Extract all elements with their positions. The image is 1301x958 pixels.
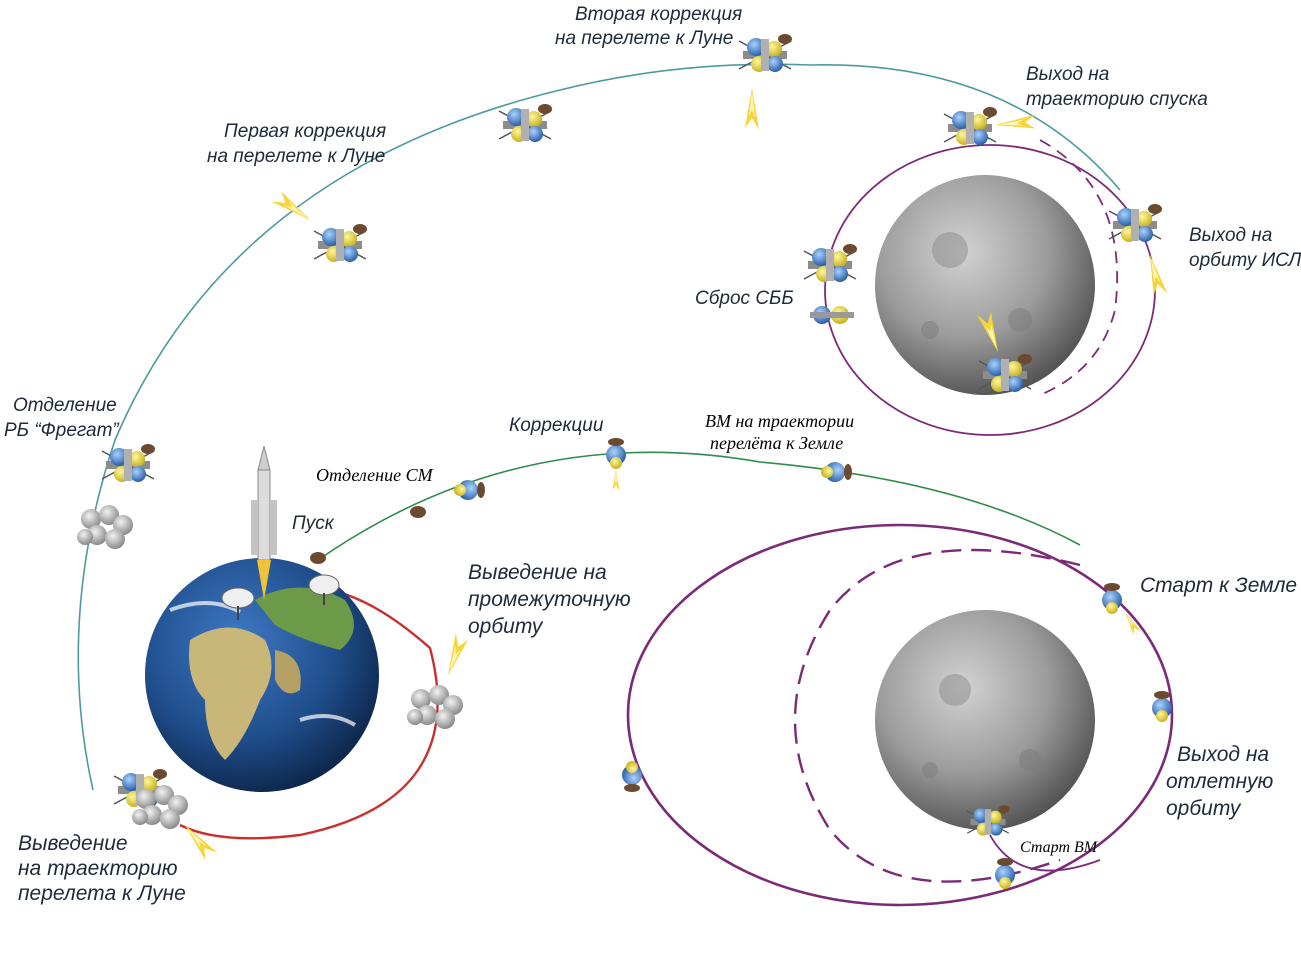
capsule-icon <box>995 858 1015 889</box>
engine-flame-icon <box>271 190 315 226</box>
continent-arabia <box>275 650 301 694</box>
label-first-correction-line1: Первая коррекция <box>224 121 387 142</box>
clouds <box>299 714 357 727</box>
label-fregat-line1: Отделение <box>13 395 117 416</box>
crater <box>921 321 939 339</box>
capsule-icon <box>1152 691 1172 722</box>
spacecraft-icon <box>738 33 793 73</box>
spacecraft-icon <box>101 443 156 483</box>
engine-flame-icon <box>612 470 620 491</box>
upper-stage-icon <box>132 785 188 829</box>
label-intermediate-line3: орбиту <box>468 615 543 638</box>
label-corrections: Коррекции <box>509 415 604 436</box>
label-vm-return-line1: ВМ на траектории <box>705 411 855 431</box>
spacecraft-icon <box>313 223 368 263</box>
capsule-icon <box>410 506 426 518</box>
moon-icon <box>875 175 1095 395</box>
capsule-icon <box>310 552 326 564</box>
engine-flame-icon <box>745 88 759 130</box>
rocket-icon <box>251 445 277 600</box>
label-descent-line1: Выход на <box>1026 64 1110 85</box>
return-trajectory <box>317 451 1081 561</box>
spacecraft-icon <box>498 103 553 143</box>
continent-europe-asia <box>255 587 354 650</box>
spacecraft-icon <box>1108 203 1163 243</box>
departure-orbit <box>626 523 1174 907</box>
label-lunar-insertion-line1: Выведение <box>18 832 128 855</box>
capsule-icon <box>454 480 485 500</box>
engine-flame-icon <box>994 114 1038 132</box>
label-launch: Пуск <box>292 513 334 534</box>
capsule-icon <box>1102 583 1122 614</box>
label-intermediate-line2: промежуточную <box>468 588 631 611</box>
fregat-stage-icon <box>77 505 133 549</box>
engine-flame-icon <box>441 633 469 678</box>
vm-ascent-path <box>989 834 1101 872</box>
antenna-dish-icon <box>221 587 255 620</box>
label-lunar-insertion-line2: на траекторию <box>18 857 178 880</box>
label-lunar-insertion-line3: перелета к Луне <box>18 882 186 905</box>
descent-path-dashed <box>1039 139 1119 396</box>
label-vm-return-line2: перелёта к Земле <box>710 433 844 453</box>
label-departure-line3: орбиту <box>1166 797 1241 820</box>
label-sm-separation: Отделение СМ <box>316 465 433 485</box>
label-vm-start: Старт ВМ <box>1020 839 1098 856</box>
label-earth-start: Старт к Земле <box>1140 574 1298 597</box>
continent-africa <box>189 627 272 760</box>
label-fregat-line2: РБ “Фрегат” <box>4 420 119 441</box>
antenna-dish-icon <box>308 574 340 605</box>
sbb-module-icon <box>810 306 854 324</box>
vm-ascent-dashed <box>793 548 1081 883</box>
label-intermediate-line1: Выведение на <box>468 561 607 584</box>
label-departure-line2: отлетную <box>1166 770 1274 793</box>
label-isl-line1: Выход на <box>1189 225 1273 246</box>
capsule-icon <box>606 438 626 469</box>
crater <box>1008 308 1032 332</box>
spacecraft-icon <box>803 243 858 283</box>
label-second-correction-line2: на перелете к Луне <box>555 28 734 49</box>
label-first-correction-line2: на перелете к Луне <box>207 146 386 167</box>
label-isl-line2: орбиту ИСЛ <box>1189 250 1301 271</box>
label-descent-line2: траекторию спуска <box>1026 89 1208 110</box>
crater <box>922 762 938 778</box>
label-sbb: Сброс СББ <box>695 288 794 309</box>
spacecraft-icon <box>943 106 998 146</box>
crater <box>932 232 968 268</box>
crater <box>1019 749 1041 771</box>
label-departure-line1: Выход на <box>1177 743 1270 766</box>
capsule-icon <box>821 462 852 482</box>
clouds <box>169 600 241 614</box>
crater <box>939 674 971 706</box>
label-second-correction: Вторая коррекция <box>575 4 743 25</box>
moon-icon <box>875 610 1095 830</box>
